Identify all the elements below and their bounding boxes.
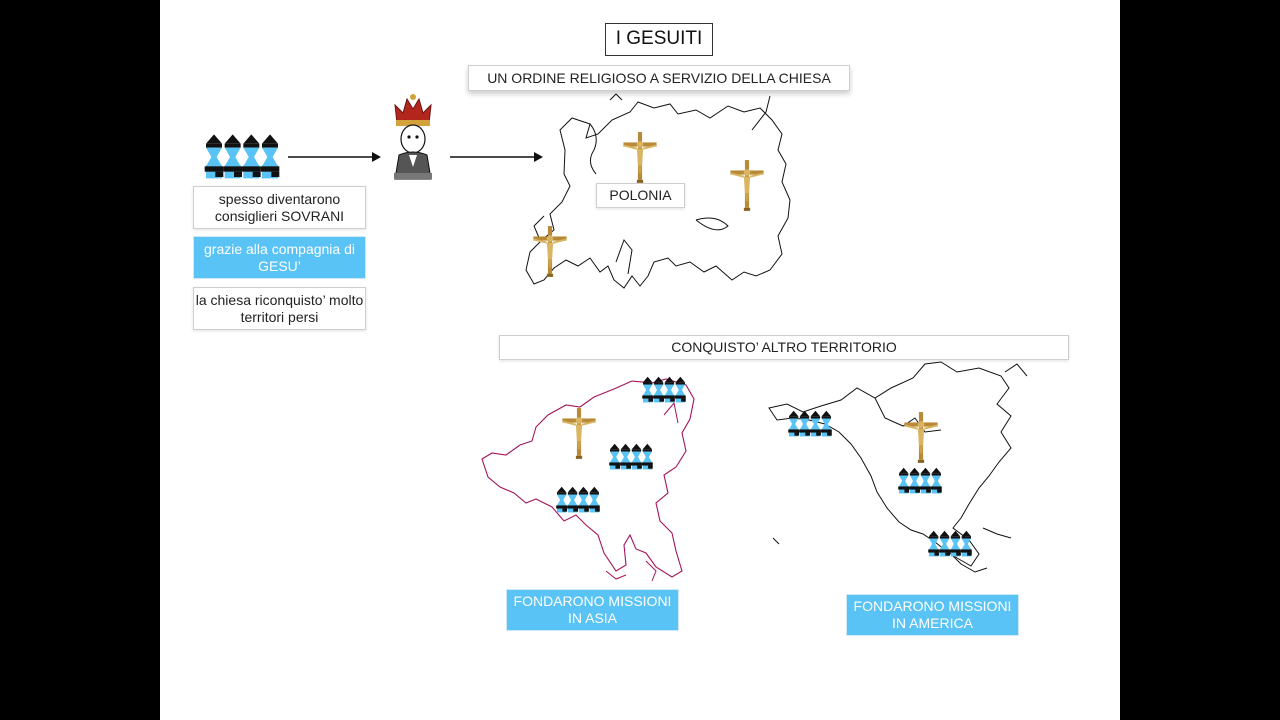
jesuit-group-icon	[640, 376, 688, 404]
jesuit-group-icon	[554, 486, 602, 514]
jesuit-group-icon	[896, 467, 944, 495]
note-reconquest: la chiesa riconquisto’ molto territori p…	[193, 287, 366, 330]
crucifix-icon	[904, 412, 938, 463]
crucifix-icon	[533, 226, 567, 277]
missions-asia-label: FONDARONO MISSIONI IN ASIA	[506, 589, 679, 631]
jesuit-group-icon	[926, 530, 974, 558]
arrow-right-icon	[450, 152, 543, 162]
asia-map	[481, 378, 695, 582]
slide: I GESUITI UN ORDINE RELIGIOSO A SERVIZIO…	[160, 0, 1120, 720]
slide-subtitle: UN ORDINE RELIGIOSO A SERVIZIO DELLA CHI…	[468, 65, 850, 91]
crucifix-icon	[623, 132, 657, 183]
jesuit-group-icon	[786, 410, 834, 438]
missions-america-label: FONDARONO MISSIONI IN AMERICA	[846, 594, 1019, 636]
arrow-right-icon	[288, 152, 381, 162]
polonia-label: POLONIA	[596, 183, 685, 208]
note-advisors: spesso diventarono consiglieri SOVRANI	[193, 186, 366, 229]
jesuit-group-icon	[607, 443, 655, 471]
jesuit-group-icon	[200, 133, 284, 181]
crucifix-icon	[730, 160, 764, 211]
note-company-of-jesus: grazie alla compagnia di GESU’	[193, 236, 366, 279]
king-icon	[394, 94, 432, 180]
conquest-banner: CONQUISTO’ ALTRO TERRITORIO	[499, 335, 1069, 360]
crucifix-icon	[562, 408, 596, 459]
slide-title: I GESUITI	[605, 23, 713, 56]
